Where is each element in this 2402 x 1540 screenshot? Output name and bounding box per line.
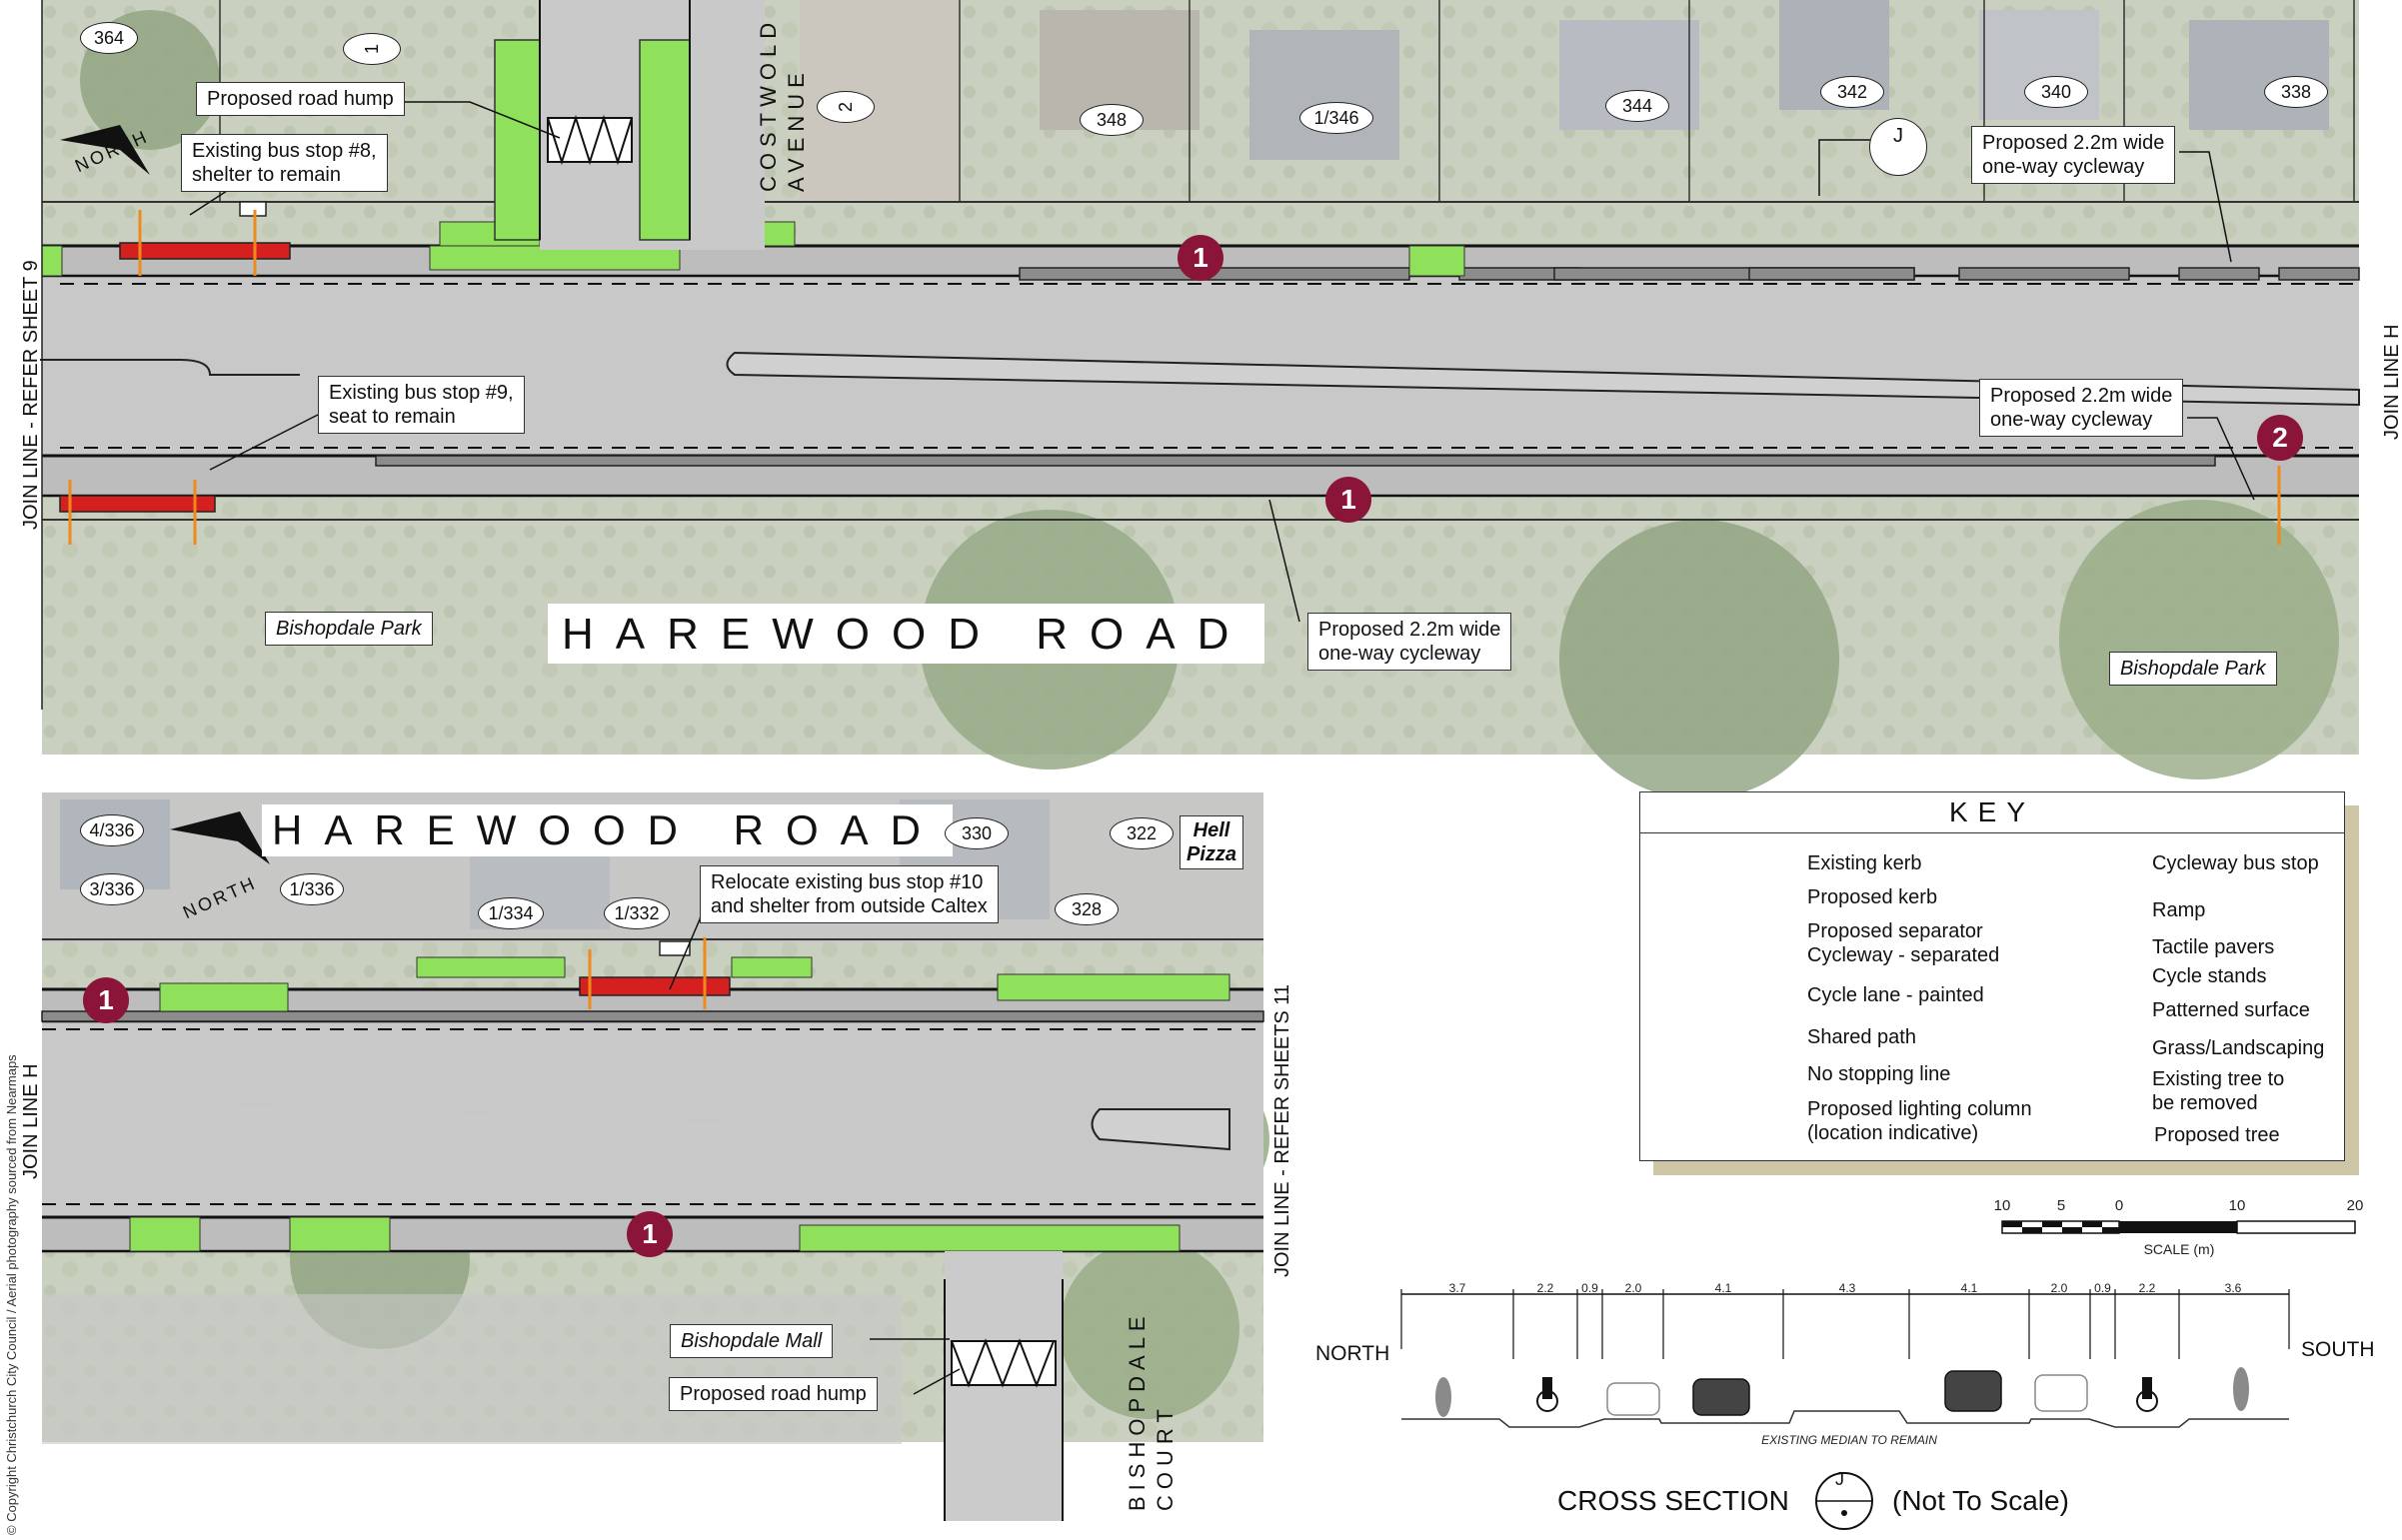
label-bus-stop-9: Existing bus stop #9, seat to remain xyxy=(318,376,525,434)
key-cycle-stands: Cycle stands xyxy=(2152,965,2267,987)
scale-tick-20: 20 xyxy=(2346,1197,2364,1214)
key-tree-removed: Existing tree to be removed xyxy=(2152,1068,2285,1114)
property-342: 342 xyxy=(1820,76,1884,108)
property-1: 1 xyxy=(343,33,401,65)
property-364: 364 xyxy=(80,22,138,54)
key-cycleway-bus-stop: Cycleway bus stop xyxy=(2152,852,2319,874)
dim-0-9-right: 0.9 xyxy=(2094,1281,2111,1295)
property-340: 340 xyxy=(2024,76,2088,108)
label-bishopdale-mall: Bishopdale Mall xyxy=(670,1324,834,1358)
dim-4-3: 4.3 xyxy=(1838,1281,1856,1295)
scale-bar-graphic xyxy=(2001,1220,2356,1234)
dim-2-0-left: 2.0 xyxy=(1624,1281,1642,1295)
property-322: 322 xyxy=(1110,817,1174,849)
dim-2-0-right: 2.0 xyxy=(2050,1281,2068,1295)
label-bus-stop-8: Existing bus stop #8, shelter to remain xyxy=(181,134,388,192)
property-344: 344 xyxy=(1605,90,1669,122)
marker-1-top-south: 1 xyxy=(1325,477,1371,523)
bottom-road-name: HAREWOOD ROAD xyxy=(262,804,954,856)
marker-1-bottom-north: 1 xyxy=(83,977,129,1023)
top-road-name: HAREWOOD ROAD xyxy=(548,604,1265,664)
copyright-note: © Copyright Christchurch City Council / … xyxy=(4,1054,19,1535)
property-1-332: 1/332 xyxy=(604,897,670,929)
label-cycleway-a: Proposed 2.2m wide one-way cycleway xyxy=(1971,126,2176,184)
dim-3-7: 3.7 xyxy=(1448,1281,1466,1295)
section-marker-j: J xyxy=(1869,118,1927,176)
marker-2-top: 2 xyxy=(2257,415,2303,461)
scale-tick-0: 0 xyxy=(2114,1197,2124,1214)
cross-section-title: CROSS SECTION xyxy=(1557,1485,1789,1516)
scale-label: SCALE (m) xyxy=(2143,1241,2215,1257)
top-panel xyxy=(40,0,2360,799)
cross-section-south: SOUTH xyxy=(2301,1338,2375,1361)
bottom-north-arrow xyxy=(170,811,270,864)
bus-stop-10-platform xyxy=(579,976,731,996)
key-legend: KEY xyxy=(1639,791,2345,1161)
marker-1-bottom-south: 1 xyxy=(627,1211,673,1257)
label-road-hump-top: Proposed road hump xyxy=(196,82,405,116)
existing-median-note: EXISTING MEDIAN TO REMAIN xyxy=(1761,1433,1937,1447)
label-bishopdale-park-right: Bishopdale Park xyxy=(2109,652,2277,686)
key-shared-path: Shared path xyxy=(1807,1026,1916,1048)
key-proposed-kerb: Proposed kerb xyxy=(1807,886,1938,908)
label-relocate-bus-stop-10: Relocate existing bus stop #10 and shelt… xyxy=(700,865,999,923)
cross-section-marker-letter: J xyxy=(1835,1469,1844,1489)
dim-3-6: 3.6 xyxy=(2224,1281,2242,1295)
key-grass-landscaping: Grass/Landscaping xyxy=(2152,1037,2325,1059)
section-marker-j-letter: J xyxy=(1893,125,1903,147)
key-tactile-pavers: Tactile pavers xyxy=(2152,936,2275,958)
bottom-join-right: JOIN LINE - REFER SHEETS 11 xyxy=(1271,983,1293,1277)
label-cycleway-b: Proposed 2.2m wide one-way cycleway xyxy=(1979,379,2184,437)
property-1-334: 1/334 xyxy=(478,897,544,929)
label-hell-pizza: Hell Pizza xyxy=(1180,815,1244,869)
costwold-avenue-label: COSTWOLD AVENUE xyxy=(756,16,809,192)
scale-tick-10-left: 10 xyxy=(1993,1197,2011,1214)
bus-stop-9-platform xyxy=(59,495,216,513)
dim-2-2-right: 2.2 xyxy=(2138,1281,2156,1295)
dim-2-2-left: 2.2 xyxy=(1536,1281,1554,1295)
dim-4-1-right: 4.1 xyxy=(1960,1281,1978,1295)
label-road-hump-bottom: Proposed road hump xyxy=(669,1377,878,1411)
key-existing-kerb: Existing kerb xyxy=(1807,852,1922,874)
scale-tick-5: 5 xyxy=(2056,1197,2066,1214)
key-proposed-tree: Proposed tree xyxy=(2154,1124,2280,1146)
top-north-arrow xyxy=(60,125,150,175)
bottom-join-left: JOIN LINE H xyxy=(20,1063,42,1179)
key-title: KEY xyxy=(1640,792,2344,833)
scale-tick-10-right: 10 xyxy=(2228,1197,2246,1214)
marker-1-top-north: 1 xyxy=(1178,235,1223,281)
key-no-stopping-line: No stopping line xyxy=(1807,1063,1951,1085)
top-join-right: JOIN LINE H xyxy=(2381,324,2402,440)
key-lighting-column: Proposed lighting column (location indic… xyxy=(1807,1098,2032,1144)
property-328: 328 xyxy=(1055,893,1119,925)
property-3-336: 3/336 xyxy=(80,873,144,905)
key-patterned-surface: Patterned surface xyxy=(2152,999,2310,1021)
key-cycle-lane-painted: Cycle lane - painted xyxy=(1807,984,1984,1006)
property-348: 348 xyxy=(1080,104,1144,136)
property-338: 338 xyxy=(2264,76,2328,108)
top-join-left: JOIN LINE - REFER SHEET 9 xyxy=(20,260,42,530)
property-330: 330 xyxy=(945,817,1009,849)
dim-0-9-left: 0.9 xyxy=(1581,1281,1598,1295)
bus-stop-8-platform xyxy=(119,242,291,260)
label-bishopdale-park-left: Bishopdale Park xyxy=(265,612,433,646)
bishopdale-court-label: BISHOPDALE COURT xyxy=(1125,1310,1178,1511)
cross-section-graphic xyxy=(1400,1289,2290,1530)
cross-section-note: (Not To Scale) xyxy=(1892,1485,2069,1516)
property-1-346: 1/346 xyxy=(1299,102,1373,134)
property-4-336: 4/336 xyxy=(80,814,144,846)
cross-section-north: NORTH xyxy=(1315,1342,1390,1365)
label-cycleway-c: Proposed 2.2m wide one-way cycleway xyxy=(1307,613,1512,671)
property-2: 2 xyxy=(817,91,875,123)
dim-4-1-left: 4.1 xyxy=(1714,1281,1732,1295)
key-proposed-separator: Proposed separator Cycleway - separated xyxy=(1807,920,2000,966)
key-ramp: Ramp xyxy=(2152,899,2206,921)
property-1-336: 1/336 xyxy=(280,873,344,905)
